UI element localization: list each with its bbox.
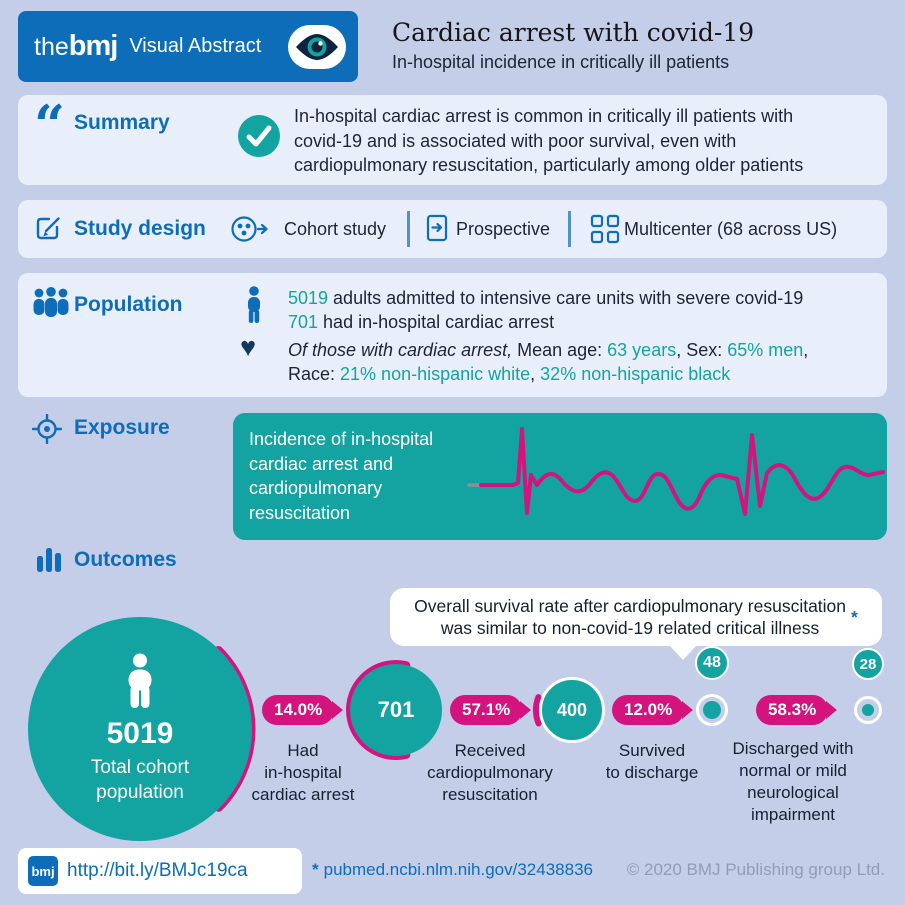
- badge-28: 28: [852, 648, 884, 680]
- population-row-2: 701 had in-hospital cardiac arrest: [288, 312, 555, 332]
- summary-text: In-hospital cardiac arrest is common in …: [294, 106, 804, 175]
- study-design-heading: Study design: [74, 217, 206, 240]
- percent-pill-2: 57.1%: [450, 695, 523, 725]
- target-icon: [32, 414, 62, 444]
- step-label-2: Received cardiopulmonary resuscitation: [427, 741, 553, 804]
- cohort-person-icon: [128, 653, 152, 708]
- population-panel: [18, 273, 887, 397]
- percent-pill-3: 12.0%: [612, 695, 685, 725]
- callout-pointer: [670, 646, 696, 660]
- population-icon: [33, 287, 69, 317]
- copyright: © 2020 BMJ Publishing group Ltd.: [626, 860, 885, 879]
- node-48-dot: [703, 701, 721, 719]
- eye-icon: [296, 33, 338, 60]
- outcomes-callout: Overall survival rate after cardiopulmon…: [390, 588, 882, 660]
- step-label-1: Had in-hospital cardiac arrest: [251, 741, 355, 804]
- population-heading: Population: [74, 293, 183, 316]
- design-item-cohort: Cohort study: [284, 219, 387, 239]
- person-icon: [248, 286, 260, 323]
- node-48-ring: [696, 694, 728, 726]
- ecg-trace: [467, 427, 885, 516]
- multicenter-icon: [590, 214, 620, 244]
- exposure-text: Incidence of in-hospital cardiac arrest …: [249, 429, 434, 523]
- cohort-icon: [231, 216, 268, 242]
- exposure-box: Incidence of in-hospital cardiac arrest …: [233, 413, 887, 540]
- check-icon: [246, 125, 272, 147]
- bar-chart-icon: [37, 548, 61, 572]
- logo-the: the: [34, 33, 69, 61]
- quote-icon: “: [34, 98, 66, 134]
- reference-asterisk: *: [312, 860, 319, 879]
- population-demographics: Of those with cardiac arrest, Mean age: …: [288, 338, 808, 386]
- step-label-3: Survived to discharge: [605, 741, 699, 782]
- study-design-panel: [18, 200, 887, 258]
- bmj-mini-logo: bmj: [28, 856, 58, 886]
- summary-heading: Summary: [74, 111, 170, 134]
- pencil-icon: [36, 217, 60, 240]
- footer-link-box[interactable]: bmj http://bit.ly/BMJc19ca: [18, 848, 302, 894]
- node-28-ring: [854, 696, 882, 724]
- circle-701: 701: [350, 664, 442, 756]
- footer-link[interactable]: http://bit.ly/BMJc19ca: [67, 860, 248, 881]
- outcomes-heading: Outcomes: [74, 548, 177, 571]
- percent-pill-4: 58.3%: [756, 695, 829, 725]
- circle-400: 400: [539, 677, 605, 743]
- pubmed-reference[interactable]: *pubmed.ncbi.nlm.nih.gov/32438836: [312, 860, 593, 879]
- population-row-4: Race: 21% non-hispanic white, 32% non-hi…: [288, 364, 731, 384]
- exposure-heading: Exposure: [74, 416, 170, 439]
- prospective-icon: [426, 214, 448, 242]
- design-item-prospective: Prospective: [456, 219, 551, 239]
- page-subtitle: In-hospital incidence in critically ill …: [392, 52, 730, 72]
- callout-asterisk: *: [851, 607, 858, 627]
- check-badge: [238, 115, 280, 157]
- population-counts: 5019 adults admitted to intensive care u…: [288, 286, 803, 334]
- summary-panel: [18, 95, 887, 185]
- heart-icon: ♥: [240, 332, 257, 362]
- percent-pill-1: 14.0%: [262, 695, 335, 725]
- cohort-value: 5019: [106, 717, 174, 750]
- node-28-dot: [862, 704, 874, 716]
- population-row-1: 5019 adults admitted to intensive care u…: [288, 288, 804, 308]
- cardiac-arrest-count: 701: [288, 312, 319, 332]
- population-row-3: Of those with cardiac arrest, Mean age: …: [288, 340, 809, 360]
- design-item-multicenter: Multicenter (68 across US): [624, 219, 838, 239]
- callout-text: Overall survival rate after cardiopulmon…: [414, 596, 847, 638]
- page-title: Cardiac arrest with covid-19: [392, 18, 755, 47]
- cohort-label: Total cohort population: [90, 757, 190, 803]
- badge-48: 48: [695, 646, 729, 680]
- cohort-circle: 5019 Total cohort population: [28, 617, 252, 841]
- product-name: Visual Abstract: [129, 35, 262, 57]
- divider: [568, 211, 571, 247]
- population-total: 5019: [288, 288, 329, 308]
- divider: [407, 211, 410, 247]
- eye-badge: [288, 24, 346, 69]
- logo-bmj: bmj: [68, 30, 119, 62]
- step-label-4: Discharged with normal or mild neurologi…: [732, 739, 854, 824]
